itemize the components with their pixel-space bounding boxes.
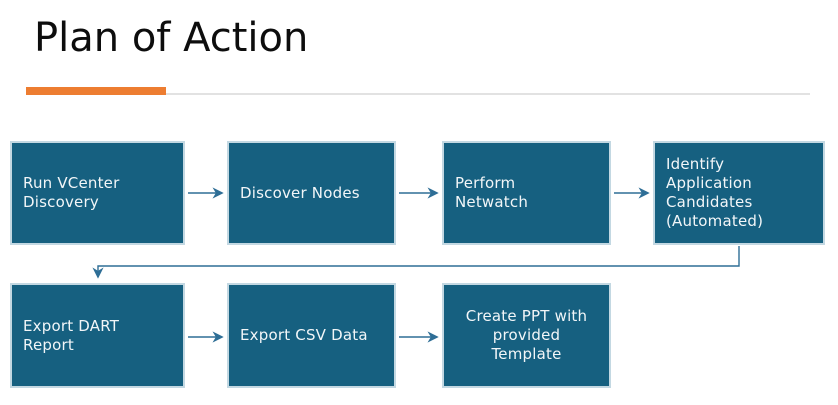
flow-node-discover-nodes: Discover Nodes [227,141,396,245]
flow-node-label: Export CSV Data [240,326,368,344]
flow-node-label: Export DART Report [23,316,120,354]
flow-node-label: Create PPT with provided Template [465,307,588,363]
flow-node-identify-application-candidates: Identify Application Candidates (Automat… [653,141,825,245]
flow-node-label: Perform Netwatch [455,174,529,211]
elbow-arrow-identify-to-export-dart [92,246,740,279]
flow-node-run-vcenter-discovery: Run VCenter Discovery [10,141,185,245]
flow-node-export-dart-report: Export DART Report [10,283,185,388]
flow-node-export-csv-data: Export CSV Data [227,283,396,388]
slide-title: Plan of Action [34,15,309,61]
flow-node-perform-netwatch: Perform Netwatch [442,141,611,245]
title-rule-line [166,93,810,95]
flow-node-create-ppt-with-provided-template: Create PPT with provided Template [442,283,611,388]
flow-node-label: Identify Application Candidates (Automat… [666,155,764,230]
title-accent-bar [26,87,166,95]
flow-node-label: Discover Nodes [240,183,360,202]
flow-node-label: Run VCenter Discovery [23,174,120,211]
